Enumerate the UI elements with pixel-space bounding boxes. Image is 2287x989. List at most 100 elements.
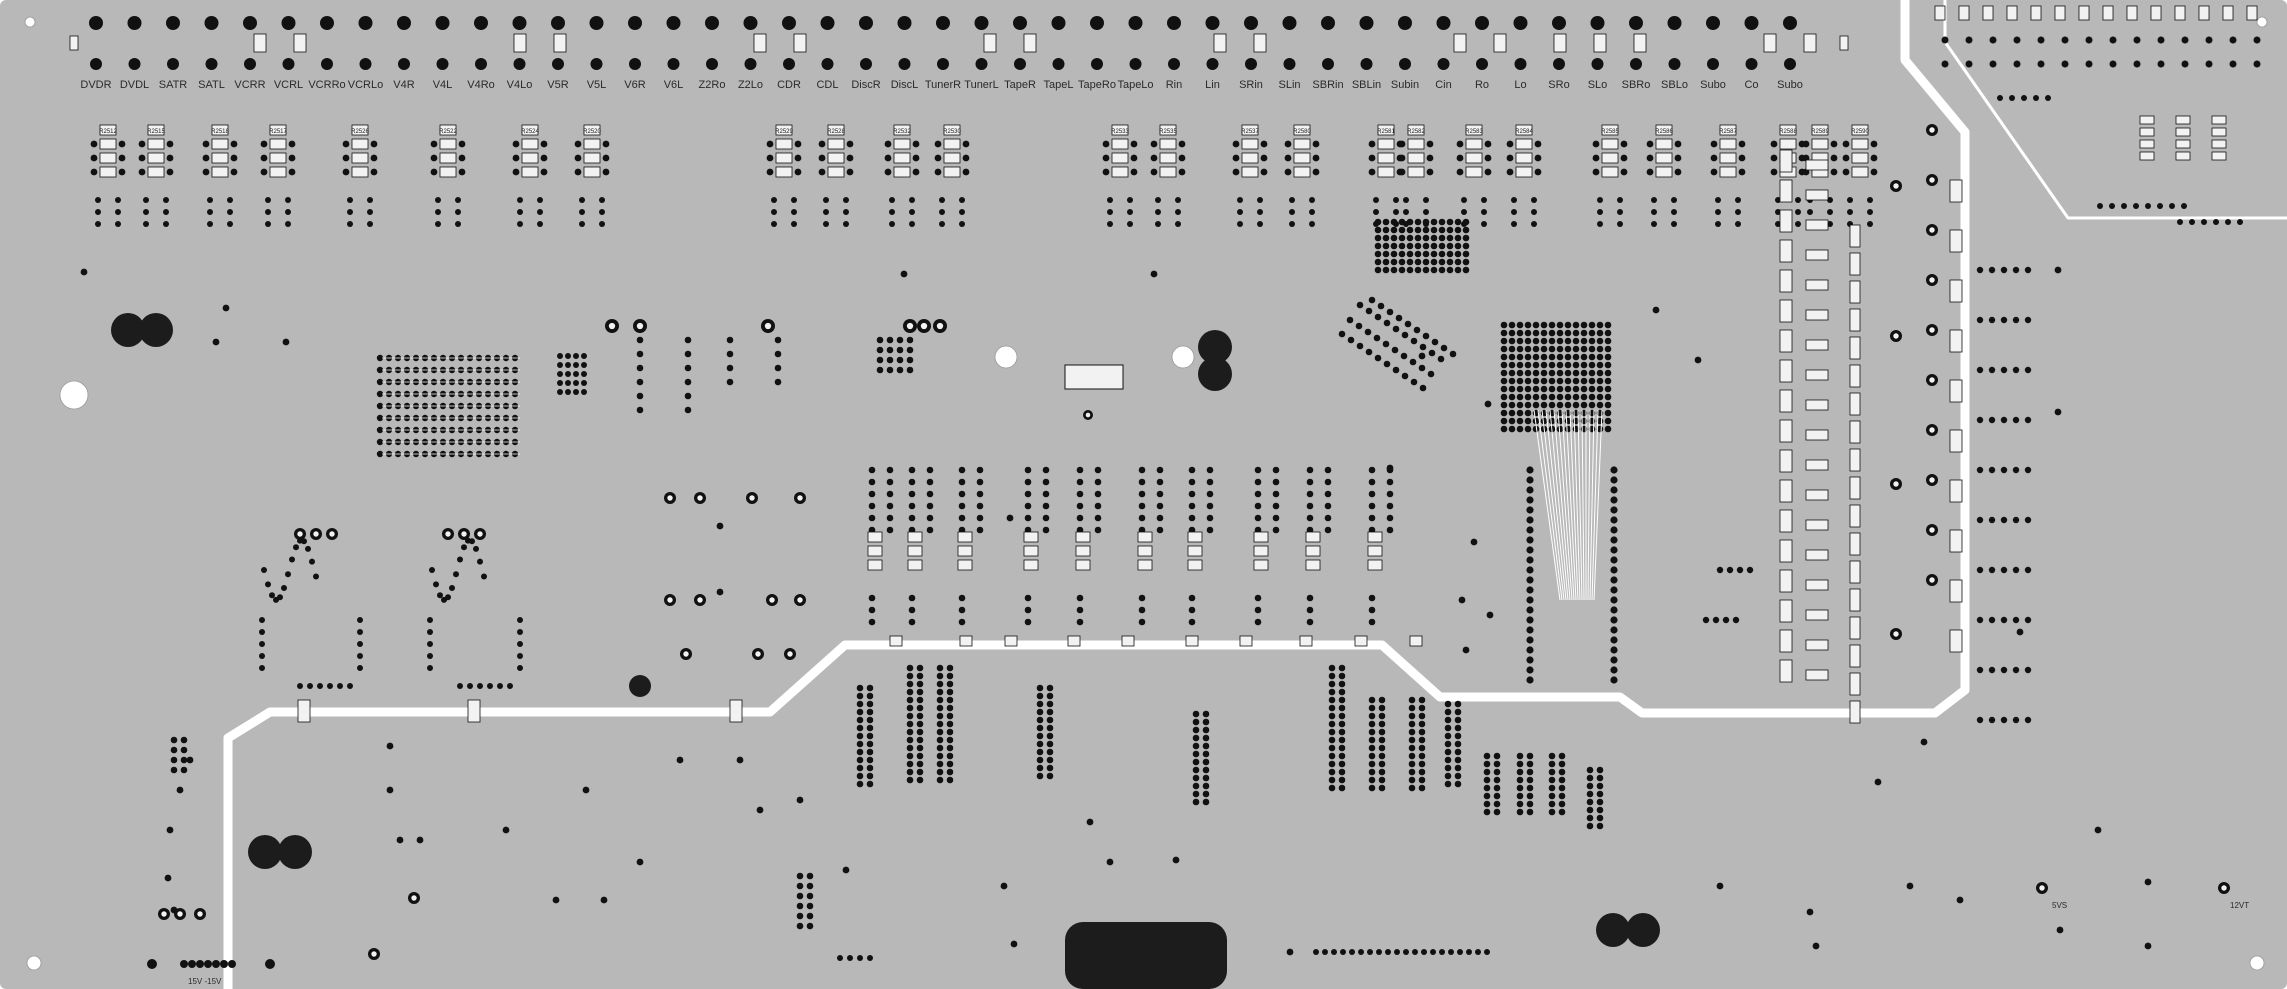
smd-resistor <box>1137 559 1153 571</box>
pad <box>1437 355 1445 363</box>
pad <box>962 154 970 162</box>
pad <box>143 209 149 215</box>
smd-resistor <box>211 166 229 178</box>
pad <box>1454 772 1462 780</box>
pad <box>906 366 914 374</box>
pad <box>906 336 914 344</box>
pad <box>1398 154 1406 162</box>
smd-part <box>2175 151 2191 161</box>
pad <box>1770 140 1778 148</box>
smd-resistor <box>1121 635 1135 647</box>
pad <box>1572 369 1580 377</box>
smd-resistor <box>1805 459 1829 471</box>
pad <box>347 197 353 203</box>
smd-part <box>1958 5 1970 21</box>
smd-resistor <box>1187 559 1203 571</box>
pad <box>2000 666 2008 674</box>
pad <box>1138 490 1146 498</box>
mounting-hole <box>2249 955 2265 971</box>
pad <box>517 197 523 203</box>
smd-resistor <box>827 166 845 178</box>
pad <box>1107 197 1113 203</box>
pad <box>1365 348 1373 356</box>
pad <box>1398 218 1406 226</box>
pad <box>906 720 914 728</box>
pad <box>1422 266 1430 274</box>
pad <box>1588 377 1596 385</box>
pad <box>1076 618 1084 626</box>
resistor-label: R2532 <box>893 129 911 135</box>
connector-label: DVDR <box>80 79 111 91</box>
pad <box>796 796 804 804</box>
pad <box>1385 949 1391 955</box>
pad <box>517 665 523 671</box>
smd-part <box>2054 5 2066 21</box>
pad <box>90 154 98 162</box>
pad <box>1309 221 1315 227</box>
pad <box>1580 393 1588 401</box>
via-hole <box>411 895 417 901</box>
pad <box>259 617 265 623</box>
pad <box>2012 516 2020 524</box>
pad <box>1572 361 1580 369</box>
pad <box>1408 760 1416 768</box>
pad <box>1046 764 1054 772</box>
via-hole <box>667 597 673 603</box>
pad <box>1526 616 1534 624</box>
pad <box>1431 338 1439 346</box>
signal-trace <box>1545 409 1567 601</box>
pad <box>1493 792 1501 800</box>
pad <box>1716 566 1724 574</box>
via-hole <box>2039 885 2045 891</box>
smd-part <box>2139 115 2155 125</box>
pad <box>115 197 121 203</box>
pad <box>1382 226 1390 234</box>
smd-resistor <box>269 124 287 136</box>
pad <box>868 478 876 486</box>
pad <box>1378 776 1386 784</box>
pad <box>628 16 642 30</box>
smd-capacitor <box>1023 33 1037 53</box>
drill-holes <box>24 16 2268 971</box>
pad <box>1540 361 1548 369</box>
pad <box>1617 209 1623 215</box>
smd-part <box>2139 139 2155 149</box>
pad <box>1438 226 1446 234</box>
pad <box>167 58 179 70</box>
smd-part <box>1934 5 1946 21</box>
pad <box>461 544 467 551</box>
pad <box>244 58 256 70</box>
pad <box>866 780 874 788</box>
pad <box>1548 337 1556 345</box>
pad <box>1976 366 1984 374</box>
pad <box>170 766 178 774</box>
pad <box>1795 197 1801 203</box>
pad <box>513 58 526 70</box>
pad <box>1588 385 1596 393</box>
pad <box>2181 36 2189 44</box>
pad <box>837 955 843 961</box>
pad <box>2205 60 2213 68</box>
via-hole <box>636 322 644 330</box>
pad <box>1192 798 1200 806</box>
connector-label: Cin <box>1435 79 1452 91</box>
pad <box>269 592 275 599</box>
pad <box>1508 361 1516 369</box>
signal-trace <box>1581 409 1585 601</box>
pad <box>166 16 180 30</box>
pad <box>1024 514 1032 522</box>
pad <box>897 16 912 30</box>
pad <box>1532 337 1540 345</box>
pad <box>1493 768 1501 776</box>
pad <box>1989 36 1997 44</box>
pad <box>277 594 283 601</box>
smd-part <box>2222 5 2234 21</box>
pad <box>2237 219 2243 225</box>
pad <box>1604 393 1612 401</box>
pad <box>856 748 864 756</box>
connector-label: VCRL <box>274 79 303 91</box>
pad <box>684 392 692 400</box>
pad <box>1592 168 1600 176</box>
pad <box>1446 234 1454 242</box>
pad <box>1426 168 1434 176</box>
